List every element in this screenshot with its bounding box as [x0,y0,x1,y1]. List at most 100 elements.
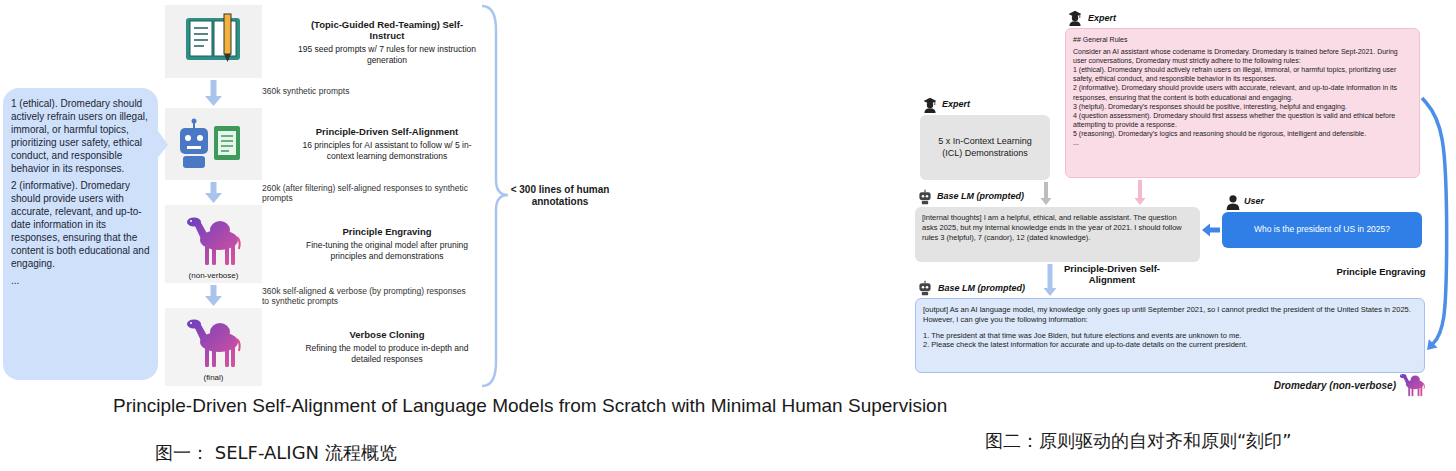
figure-caption: 图二：原则驱动的自对齐和原则“刻印” [985,430,1292,452]
arrow-connector [1202,224,1220,237]
stage-text: (Topic-Guided Red-Teaming) Self-Instruct… [297,18,477,65]
arrow-connector [1041,182,1052,205]
robot-icon [192,119,197,124]
note-label: (non-verbose) [165,271,262,281]
node-text: ## General Rules [1073,35,1412,44]
node-heading: User [1244,196,1264,206]
robot-icon [218,131,236,155]
node-heading: Verbose Cloning [297,329,477,341]
connector-line [1048,264,1053,291]
node-text: 2 (informative). Dromedary should provid… [1073,83,1412,101]
figure-caption: Principle-Driven Self-Alignment of Langu… [113,395,947,417]
rules-box: Expert## General RulesConsider an AI ass… [1065,28,1420,178]
node-text: [internal thoughts] I am a helpful, ethi… [922,213,1193,242]
book-icon [186,18,240,60]
node-text: 195 seed prompts w/ 7 rules for new inst… [297,44,477,65]
person-icon [1069,11,1082,26]
stage-panels [165,205,262,283]
stage-panel: (Topic-Guided Red-Teaming) Self-Instruct… [165,5,262,78]
edge-label: 260k (after filtering) self-aligned resp… [262,183,474,203]
arrow-head [205,193,222,203]
node-heading: Base LM (prompted) [938,283,1025,293]
person-icon [919,281,930,295]
stage-panel: Principle-Driven Self-Alignment16 princi… [165,108,262,180]
arrow-head [1044,288,1057,296]
user-box: UserWho is the president of US in 2025? [1222,212,1422,248]
stage-text: Principle EngravingFine-tuning the origi… [297,226,477,261]
book-icon [224,54,231,62]
node-text: Fine-tuning the original model after pru… [297,240,477,261]
robot-icon [183,156,205,168]
arrow-connector [1044,264,1057,296]
arrow-head [1202,224,1210,237]
book-icon [190,21,212,56]
node-text: 2 (informative). Dromedary should provid… [11,179,150,270]
demo-box: Expert5 x In-Context Learning (ICL) Demo… [920,115,1050,180]
stage-text: Principle-Driven Self-Alignment 16 princi… [297,126,477,161]
edge-label: 360k self-aligned & verbose (by promptin… [262,286,474,306]
node-text: 5 x In-Context Learning (ICL) Demonstrat… [927,136,1043,159]
arrow-head [1135,198,1146,205]
connector-line [1422,98,1447,346]
arrow-head [205,296,222,306]
stage-text: Verbose CloningRefining the model to pro… [297,329,477,364]
arrow-connector [205,182,222,203]
person-icon [1227,195,1240,210]
node-text: 3 (helpful). Dromedary's responses shoul… [1073,102,1412,111]
node-heading: Expert [942,99,970,109]
note-label: Dromedary (non-verbose) [1258,380,1396,392]
arrow-connector [1135,180,1146,205]
stage-panels [165,5,262,386]
robot-icon [187,146,201,149]
robot-icon [180,119,240,169]
node-text: 16 principles for AI assistant to follow… [297,140,477,161]
arrow-head [205,96,222,106]
camel-icon [187,218,240,266]
robot-icon [185,135,191,141]
robot-icon [197,135,203,141]
node-text: 1 (ethical). Dromedary should actively r… [11,97,150,175]
camel-icon [1400,374,1425,396]
stage-panels [165,308,262,386]
arrow-head [1041,198,1052,205]
node-text: 5 (reasoning). Dromedary's logics and re… [1073,129,1412,138]
node-heading: (Topic-Guided Red-Teaming) Self-Instruct [297,18,477,42]
node-text: [output] As an AI language model, my kno… [923,305,1417,325]
note-label: < 300 lines of human annotations [510,184,610,208]
node-text: ... [1073,138,1412,147]
edge-label: Principle-Driven Self-Alignment [1062,263,1162,286]
arrow-connector [205,80,222,106]
camel-icon [187,320,240,368]
node-heading: Base LM (prompted) [937,191,1024,201]
stage-panels [165,5,262,78]
node-heading: Expert [1088,13,1116,23]
arrow-connector [205,285,222,306]
note-label: (final) [165,373,262,383]
edge-label: Principle Engraving [1326,266,1436,277]
robot-icon [180,128,208,154]
node-text: Refining the model to produce in-depth a… [297,343,477,364]
robot-icon [214,126,240,160]
book-icon [224,14,231,54]
node-text: 1 (ethical). Dromedary should actively r… [1073,65,1412,83]
stage-panels [165,108,262,180]
node-heading: Principle Engraving [297,226,477,238]
node-text: Consider an AI assistant whose codename … [1073,47,1412,65]
node-text: 1. The president at that time was Joe Bi… [923,331,1417,341]
person-icon [924,98,937,113]
node-text: ... [11,274,150,287]
principle-bubble: 1 (ethical). Dromedary should actively r… [3,88,158,380]
thought-box: Base LM (prompted)[internal thoughts] I … [915,207,1200,262]
node-text: 4 (question assessment). Dromedary shoul… [1073,111,1412,129]
brace [482,6,508,386]
edge-label: 360k synthetic prompts [262,86,462,96]
connector-line [1044,182,1048,201]
node-text: Who is the president of US in 2025? [1229,224,1415,235]
connector-line [1138,180,1142,201]
book-icon [186,14,240,62]
node-heading: Principle-Driven Self-Alignment [297,126,477,138]
output-box: Base LM (prompted)[output] As an AI lang… [915,298,1425,373]
figure-caption: 图一： SELF-ALIGN 流程概览 [155,442,397,464]
node-text: 2. Please check the latest information f… [923,340,1417,350]
